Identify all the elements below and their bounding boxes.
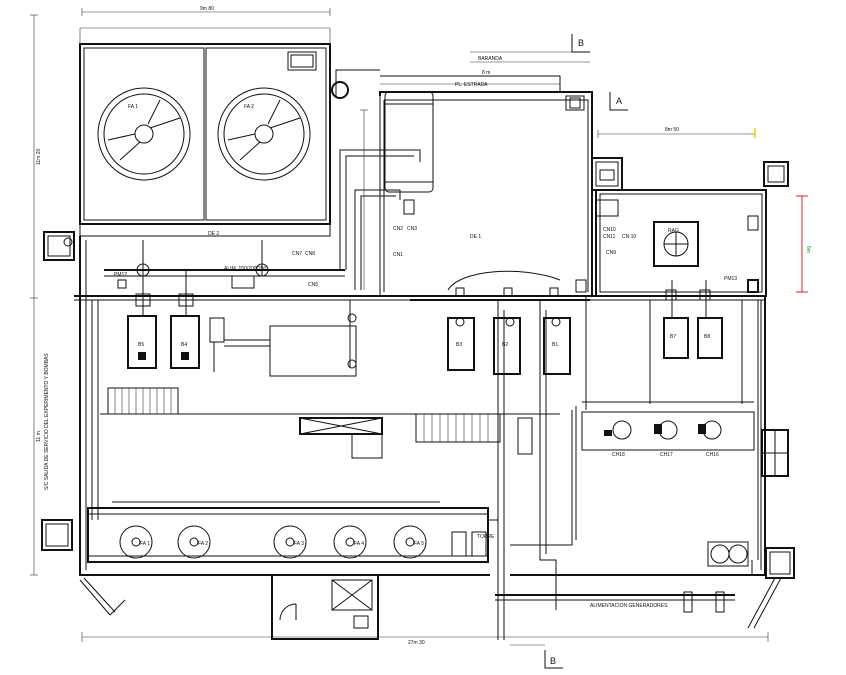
dim-top-label: 9m 80 <box>200 6 214 12</box>
bottom-fans <box>87 501 489 563</box>
baranda-label: BARANDA <box>478 56 503 62</box>
collector-pipes <box>104 240 345 300</box>
right-bottom-equipment <box>707 541 795 629</box>
section-b-top-label: B <box>578 38 584 48</box>
b2-label: B2 <box>502 342 508 348</box>
torre-label: TORRE <box>477 534 495 540</box>
right-room <box>591 157 789 297</box>
lower-service-room <box>271 574 379 640</box>
fan-fa1-top: FA 1 <box>97 87 191 181</box>
cn2-label: CN2 <box>393 226 403 232</box>
rag-unit: RAG <box>653 221 699 267</box>
fan-fa3-bottom: FA 3 <box>273 525 307 559</box>
fan-fa2-top: FA 2 <box>217 87 311 181</box>
de2-label: DE 2 <box>208 231 219 237</box>
de1-label: DE 1 <box>470 234 481 240</box>
b8-label: B8 <box>704 334 710 340</box>
ch-label: CN 10 <box>622 234 636 240</box>
cn8-label: CN8 <box>305 251 315 257</box>
dim-left-upper-label: 11m 20 <box>36 148 42 165</box>
cn7-label: CN7 <box>292 251 302 257</box>
pl-estrada-label: PL. ESTRADA <box>455 82 488 88</box>
left-ramp <box>79 577 126 616</box>
cn9-label: CN9 <box>606 250 616 256</box>
pumps-center: B3 B2 B1 <box>410 270 590 375</box>
cn3-label: CN3 <box>407 226 417 232</box>
cn10-label: CN10 <box>603 227 616 233</box>
cn5-label: CN5 <box>308 282 318 288</box>
stairs-center <box>415 413 501 443</box>
pumps-left: B5 B4 <box>127 290 225 372</box>
left-note-label: S/C SALIDA DE SERVICIO DEL EXPERIMENTO Y… <box>44 353 50 490</box>
pm13-label: PM13 <box>724 276 737 282</box>
ch18-label: CH18 <box>612 452 625 458</box>
fan-fa1-top-label: FA 1 <box>128 104 138 110</box>
cn11-label: CN11 <box>603 234 616 240</box>
fan-bottom-4-label: FA 4 <box>354 541 364 547</box>
b4-label: B4 <box>181 342 187 348</box>
small-equipment-bottom: TORRE <box>451 531 495 557</box>
fan-bottom-5-label: FA 5 <box>414 541 424 547</box>
fan-fa2-top-label: FA 2 <box>244 104 254 110</box>
dimension-bottom: 27m 30 <box>81 632 769 646</box>
fan-fa2-bottom: FA 2 <box>177 525 211 559</box>
dim-mid-label: 8 m <box>482 70 490 76</box>
dim-green-label: 6m <box>805 246 811 253</box>
dim-right-label: 8m 50 <box>665 127 679 133</box>
generator-feed: ALIMENTACION GENERADORES <box>495 591 735 613</box>
dim-left-lower-label: 11 m <box>36 431 42 442</box>
b5-label: B5 <box>138 342 144 348</box>
dimension-right: 8m 50 6m <box>597 127 811 293</box>
chillers-area: CH18 CH17 CH16 <box>571 299 789 540</box>
fan-fa4-bottom: FA 4 <box>333 525 367 559</box>
left-tank-bottom <box>41 519 73 551</box>
fan-bottom-3-label: FA 3 <box>294 541 304 547</box>
cooling-tower-block: DE 2 <box>79 27 331 237</box>
dimension-left: 11m 20 11 m S/C SALIDA DE SERVICIO DEL E… <box>30 14 50 576</box>
central-platform <box>100 413 560 459</box>
rag-label: RAG <box>668 228 679 234</box>
ch17-label: CH17 <box>660 452 673 458</box>
stairs-left <box>107 387 179 415</box>
fan-bottom-2-label: FA 2 <box>198 541 208 547</box>
pumps-right: B7 B8 <box>663 279 759 359</box>
b7-label: B7 <box>670 334 676 340</box>
section-b-bottom-label: B <box>550 656 556 666</box>
section-mark-b-top: B <box>470 34 590 53</box>
left-tank-top <box>43 231 75 261</box>
dimension-top: 9m 80 <box>81 6 331 16</box>
central-tank <box>224 300 357 377</box>
b1-label: B1 <box>552 342 558 348</box>
pm12-label: PM12 <box>114 272 127 278</box>
fan-fa5-bottom: FA 5 <box>393 525 427 559</box>
cn1-label: CN1 <box>393 252 403 258</box>
section-mark-a: A <box>609 92 628 111</box>
dim-bottom-label: 27m 30 <box>408 640 425 646</box>
top-pipes <box>331 69 421 290</box>
ch16-label: CH16 <box>706 452 719 458</box>
fan-fa1-bottom: FA 1 <box>119 525 153 559</box>
fan-bottom-1-label: FA 1 <box>140 541 150 547</box>
section-a-label: A <box>616 96 622 106</box>
b3-label: B3 <box>456 342 462 348</box>
boiler-tank <box>384 91 434 215</box>
pipe-risers <box>91 296 759 640</box>
section-mark-b-bottom: B <box>510 644 563 669</box>
alimentacion-label: ALIMENTACION GENERADORES <box>590 603 668 609</box>
